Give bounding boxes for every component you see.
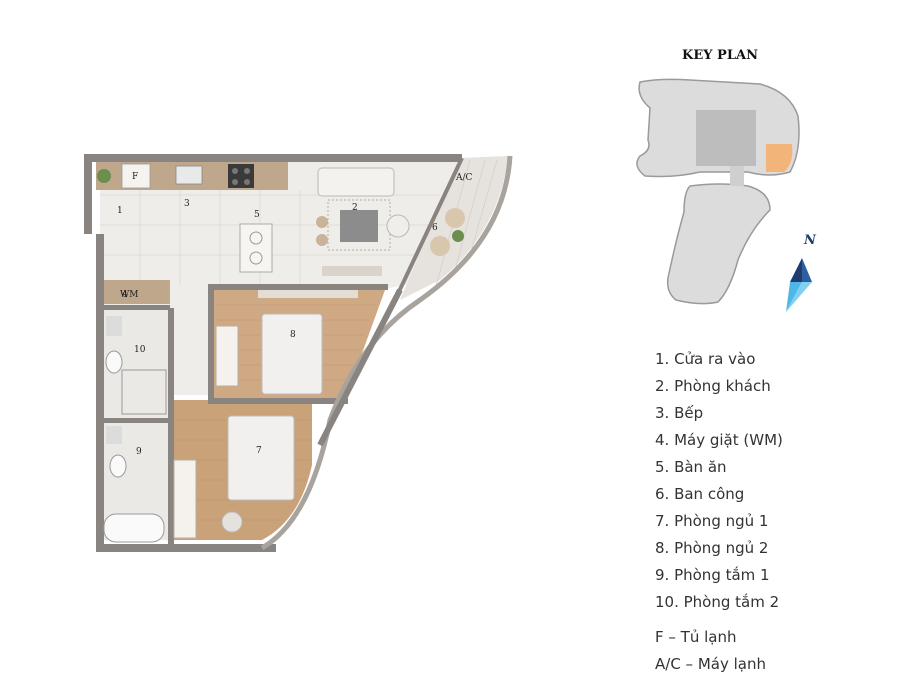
stool — [316, 234, 328, 246]
stool — [316, 216, 328, 228]
legend-item: 3. Bếp — [655, 404, 704, 422]
vanity-1 — [106, 426, 122, 444]
north-compass-icon: N — [786, 233, 817, 312]
toilet-1 — [109, 454, 127, 478]
walls — [84, 154, 462, 552]
key-plan-unit-highlight — [766, 144, 793, 172]
room-label-4: 4 — [122, 290, 128, 300]
aircon-label: A/C — [455, 173, 473, 183]
fridge-label: F — [132, 172, 138, 182]
plant-icon — [97, 169, 111, 183]
legend-item: 4. Máy giặt (WM) — [655, 431, 783, 449]
room-label-2: 2 — [352, 203, 358, 213]
room-label-7: 7 — [256, 446, 262, 456]
bedroom-2-wardrobe — [215, 325, 239, 387]
vanity-2 — [106, 316, 122, 336]
armchair — [386, 214, 410, 238]
bed-2 — [261, 313, 323, 395]
key-plan-connector — [730, 166, 744, 186]
tv-console — [322, 266, 382, 276]
abbreviation-item: A/C – Máy lạnh — [655, 655, 766, 673]
abbreviation-legend: F – Tủ lạnh A/C – Máy lạnh — [655, 624, 766, 678]
fridge — [121, 163, 151, 189]
legend-item: 1. Cửa ra vào — [655, 350, 756, 368]
dining-plate — [249, 251, 263, 265]
sofa — [317, 167, 395, 197]
legend-item: 7. Phòng ngủ 1 — [655, 512, 769, 530]
abbreviation-item: F – Tủ lạnh — [655, 628, 737, 646]
dining-table — [239, 223, 273, 273]
legend-item: 9. Phòng tắm 1 — [655, 566, 770, 584]
wm-label: WM — [120, 290, 138, 300]
legend-item: 6. Ban công — [655, 485, 745, 503]
balcony-wall — [393, 157, 464, 301]
bed-1 — [227, 415, 295, 501]
room-label-5: 5 — [254, 210, 260, 220]
balcony-floor — [400, 156, 508, 300]
shower-2 — [121, 369, 167, 415]
dining-plate — [249, 231, 263, 245]
room-label-9: 9 — [136, 447, 142, 457]
balcony-chair — [430, 236, 450, 256]
key-plan-building-bottom — [666, 183, 771, 305]
room-label-10: 10 — [134, 345, 146, 355]
north-label: N — [803, 233, 817, 248]
key-plan-core — [696, 110, 756, 166]
bathtub — [103, 513, 165, 543]
key-plan-title: KEY PLAN — [682, 48, 758, 63]
legend-item: 8. Phòng ngủ 2 — [655, 539, 769, 557]
coffee-table — [340, 210, 378, 242]
room-label-6: 6 — [432, 223, 438, 233]
room-label-1: 1 — [117, 206, 123, 216]
balcony-chair — [445, 208, 465, 228]
legend-item: 2. Phòng khách — [655, 377, 771, 395]
washer-area — [104, 280, 170, 304]
room-label-3: 3 — [184, 199, 190, 209]
room-legend: 1. Cửa ra vào 2. Phòng khách 3. Bếp 4. M… — [655, 346, 783, 616]
legend-item: 10. Phòng tắm 2 — [655, 593, 780, 611]
bedroom-2-desk — [258, 290, 358, 298]
toilet-2 — [105, 350, 123, 374]
room-label-8: 8 — [290, 330, 296, 340]
key-plan — [636, 78, 800, 305]
plant-icon — [452, 230, 464, 242]
bedroom-wall-diagonal — [317, 288, 403, 447]
bedroom-1-chair — [221, 511, 243, 533]
bedroom-1-wardrobe — [173, 459, 197, 539]
sink — [175, 165, 203, 185]
burners — [232, 168, 250, 185]
cooktop — [228, 164, 254, 188]
legend-item: 5. Bàn ăn — [655, 458, 727, 476]
